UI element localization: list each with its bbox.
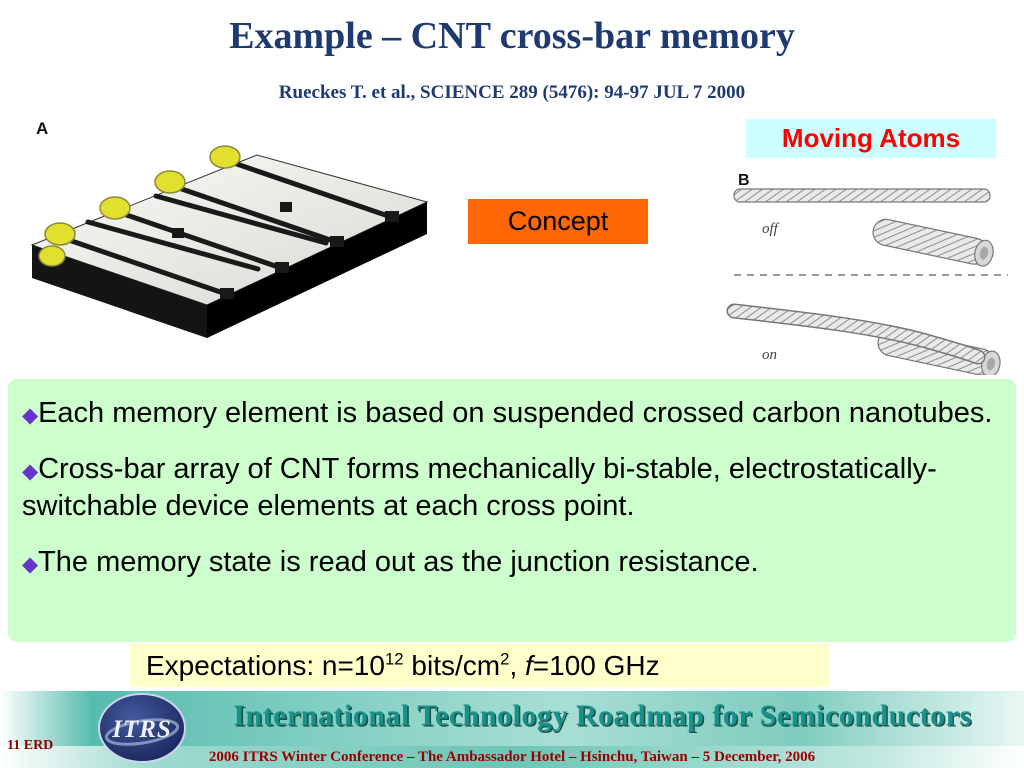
nanotube-rods-horizontal — [85, 193, 329, 272]
logo-swoosh — [104, 718, 180, 746]
bullet-text: Each memory element is based on suspende… — [38, 397, 993, 429]
footer-conference-bar: 2006 ITRS Winter Conference – The Ambass… — [0, 746, 1024, 768]
expectations-banner: Expectations: n=1012 bits/cm2, f=100 GHz — [130, 644, 830, 687]
concept-label-box: Concept — [468, 199, 648, 244]
bullet-diamond-icon: ◆ — [22, 460, 39, 484]
bullet-item: ◆Cross-bar array of CNT forms mechanical… — [22, 451, 1008, 525]
itrs-logo-text: ITRS — [111, 716, 172, 743]
gold-pads — [38, 145, 241, 267]
bullet-diamond-icon: ◆ — [22, 553, 39, 577]
expectations-text: Expectations: n=1012 bits/cm2, f=100 GHz — [146, 649, 660, 681]
bullet-diamond-icon: ◆ — [22, 404, 39, 427]
support-blocks — [172, 202, 399, 299]
crossbar-device-figure: A — [30, 119, 429, 338]
bullet-item: ◆The memory state is read out as the jun… — [22, 544, 1008, 581]
itrs-logo: ITRS — [98, 693, 186, 763]
page-title: Example – CNT cross-bar memory — [229, 15, 795, 57]
citation: Rueckes T. et al., SCIENCE 289 (5476): 9… — [278, 82, 746, 103]
off-label: off — [762, 221, 780, 237]
on-label: on — [762, 347, 777, 363]
figure-a-label: A — [36, 119, 48, 138]
nanotube-rods-vertical — [38, 145, 399, 299]
moving-atoms-link[interactable]: Moving Atoms — [746, 119, 996, 158]
bullet-item: ◆Each memory element is based on suspend… — [22, 395, 1008, 432]
concept-label: Concept — [507, 206, 609, 236]
explanation-panel: ◆Each memory element is based on suspend… — [8, 379, 1016, 642]
conference-line: 2006 ITRS Winter Conference – The Ambass… — [208, 748, 816, 765]
itrs-roadmap-title: International Technology Roadmap for Sem… — [233, 699, 972, 732]
bullet-text: The memory state is read out as the junc… — [38, 546, 759, 579]
off-state-group: off — [733, 188, 994, 267]
cnt-switch-figure: B off on — [726, 163, 1016, 375]
page-number: 11 ERD — [7, 738, 54, 753]
bullet-text: Cross-bar array of CNT forms mechanicall… — [22, 453, 937, 523]
figure-b-label: B — [738, 172, 750, 189]
moving-atoms-label: Moving Atoms — [781, 123, 961, 153]
on-state-group: on — [726, 303, 1001, 375]
substrate-slab — [30, 154, 429, 338]
